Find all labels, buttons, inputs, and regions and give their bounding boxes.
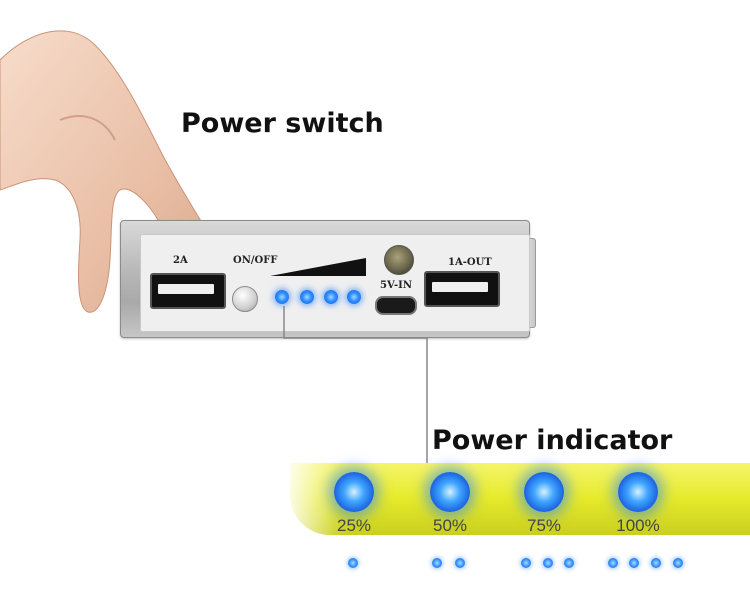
battery-level-icon xyxy=(270,258,366,276)
led-icon xyxy=(455,558,465,568)
led-icon xyxy=(524,472,564,512)
port-right-label: 1A-OUT xyxy=(448,257,492,268)
led-icon xyxy=(324,290,338,304)
led-icon xyxy=(430,472,470,512)
power-indicator-heading: Power indicator xyxy=(432,425,673,456)
led-icon xyxy=(347,290,361,304)
micro-usb-port-icon xyxy=(375,296,417,315)
level-75-label: 75% xyxy=(526,516,562,535)
switch-label: ON/OFF xyxy=(233,255,278,266)
flashlight-icon xyxy=(384,245,414,275)
level-25-label: 25% xyxy=(336,516,372,535)
led-icon xyxy=(673,558,683,568)
level-50-label: 50% xyxy=(432,516,468,535)
led-icon xyxy=(564,558,574,568)
power-button-icon[interactable] xyxy=(232,286,258,312)
input-label: 5V-IN xyxy=(380,280,412,291)
led-icon xyxy=(521,558,531,568)
led-icon xyxy=(608,558,618,568)
usb-port-icon xyxy=(150,273,226,309)
usb-port-icon xyxy=(424,271,500,307)
led-icon xyxy=(348,558,358,568)
led-icon xyxy=(651,558,661,568)
port-left-label: 2A xyxy=(173,255,188,266)
indicator-band-fade xyxy=(282,463,342,535)
level-100-label: 100% xyxy=(616,516,660,535)
led-icon xyxy=(629,558,639,568)
power-switch-heading: Power switch xyxy=(181,108,384,139)
led-icon xyxy=(275,290,289,304)
led-icon xyxy=(543,558,553,568)
led-icon xyxy=(618,472,658,512)
led-icon xyxy=(334,472,374,512)
led-icon xyxy=(432,558,442,568)
led-icon xyxy=(300,290,314,304)
